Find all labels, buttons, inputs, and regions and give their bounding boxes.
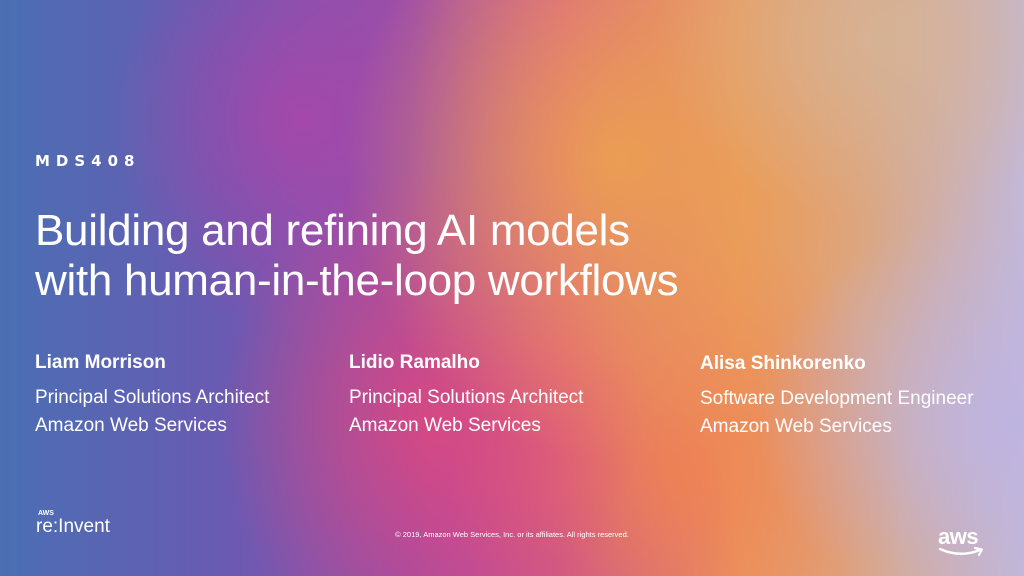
speaker-org: Amazon Web Services bbox=[700, 416, 892, 437]
reinvent-logo-text: re:Invent bbox=[36, 516, 110, 537]
title-line-2: with human-in-the-loop workflows bbox=[35, 256, 679, 305]
speaker-role: Principal Solutions Architect bbox=[35, 387, 270, 408]
aws-logo: aws bbox=[938, 524, 988, 558]
speaker-3: Alisa Shinkorenko Software Development E… bbox=[700, 353, 1020, 441]
speaker-org: Amazon Web Services bbox=[349, 415, 541, 436]
speaker-org: Amazon Web Services bbox=[35, 415, 227, 436]
speaker-name: Liam Morrison bbox=[35, 352, 166, 373]
speaker-2: Lidio Ramalho Principal Solutions Archit… bbox=[349, 352, 669, 440]
copyright-notice: © 2019, Amazon Web Services, Inc. or its… bbox=[395, 530, 629, 539]
slide-title: Building and refining AI models with hum… bbox=[35, 206, 835, 306]
speaker-role: Software Development Engineer bbox=[700, 388, 974, 409]
speaker-1: Liam Morrison Principal Solutions Archit… bbox=[35, 352, 355, 440]
reinvent-logo-aws: AWS bbox=[38, 510, 54, 517]
speaker-role: Principal Solutions Architect bbox=[349, 387, 584, 408]
speaker-name: Lidio Ramalho bbox=[349, 352, 480, 373]
session-code: MDS408 bbox=[35, 152, 141, 170]
speaker-name: Alisa Shinkorenko bbox=[700, 353, 866, 374]
reinvent-logo: AWS re:Invent bbox=[36, 510, 126, 540]
aws-smile-icon bbox=[938, 546, 984, 557]
aws-logo-text: aws bbox=[938, 524, 979, 549]
title-line-1: Building and refining AI models bbox=[35, 206, 630, 255]
